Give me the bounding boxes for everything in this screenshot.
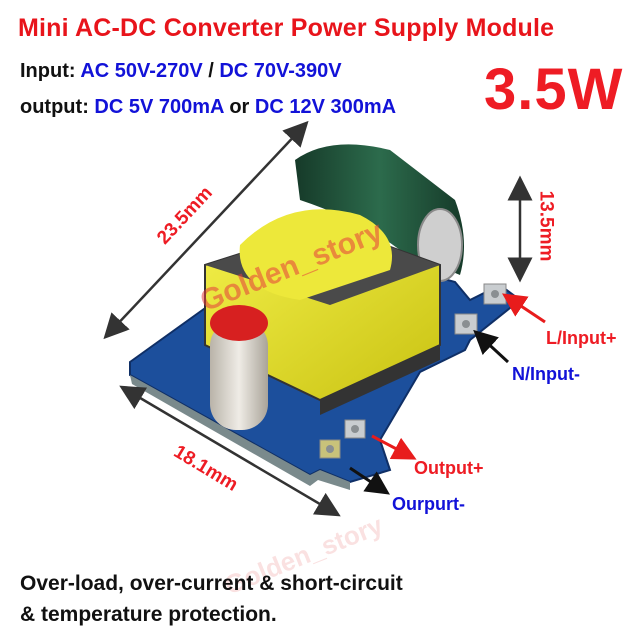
footer-line-1: Over-load, over-current & short-circuit <box>20 572 403 595</box>
l-input-arrow <box>502 293 546 324</box>
output-label: output: <box>20 96 89 118</box>
output-spec: output: DC 5V 700mA or DC 12V 300mA <box>20 96 396 119</box>
output-5v: DC 5V 700mA <box>94 96 224 118</box>
n-prefix: N <box>512 364 525 384</box>
input-ac-range: AC 50V-270V <box>80 60 203 82</box>
input-dc-range: DC 70V-390V <box>219 60 342 82</box>
output-minus-arrow <box>349 466 390 495</box>
n-suffix: /Input- <box>525 364 580 384</box>
output-12v: DC 12V 300mA <box>254 96 397 118</box>
input-label: Input: <box>20 60 76 82</box>
output-or: or <box>229 96 250 118</box>
height-dimension: 13.5mm <box>535 190 557 262</box>
l-suffix: /Input+ <box>557 328 617 348</box>
output-plus-arrow <box>371 434 417 460</box>
white-capacitor <box>210 305 268 430</box>
input-spec: Input: AC 50V-270V / DC 70V-390V <box>20 60 342 83</box>
n-input-label: N/Input- <box>512 364 580 385</box>
power-rating: 3.5W <box>484 57 624 122</box>
protection-features: Over-load, over-current & short-circuit … <box>20 568 403 630</box>
product-title: Mini AC-DC Converter Power Supply Module <box>18 14 555 42</box>
output-minus-label: Ourpurt- <box>392 494 465 514</box>
footer-line-2: & temperature protection. <box>20 603 277 626</box>
width-arrow <box>119 385 341 517</box>
length-arrow <box>103 120 309 340</box>
l-input-label: L/Input+ <box>546 328 617 349</box>
input-separator: / <box>208 60 214 82</box>
output-plus-label: Output+ <box>414 458 484 478</box>
l-prefix: L <box>546 328 557 348</box>
n-input-arrow <box>473 329 510 364</box>
